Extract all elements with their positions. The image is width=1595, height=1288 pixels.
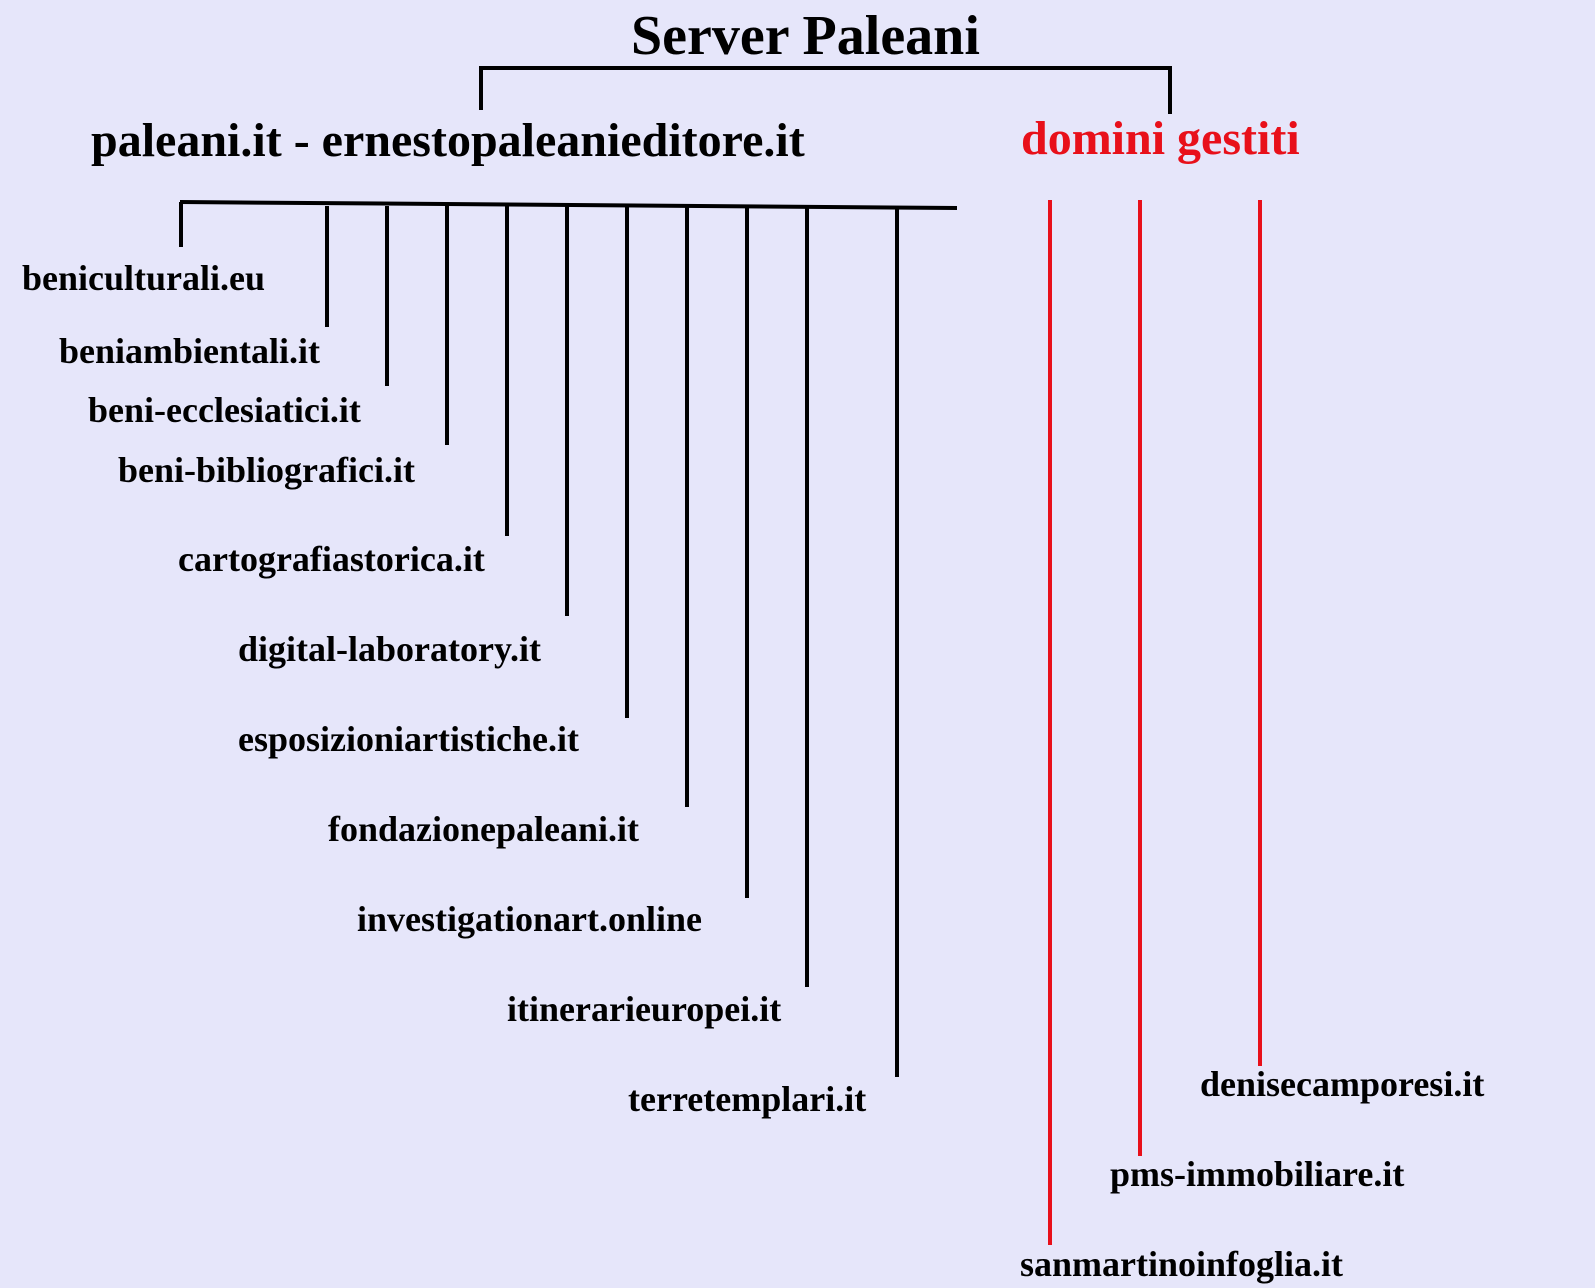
domain-beniambientali: beniambientali.it — [59, 331, 321, 371]
diagram-title: Server Paleani — [631, 5, 980, 67]
root-bracket — [479, 66, 1172, 114]
domain-pms-immobiliare: pms-immobiliare.it — [1110, 1154, 1405, 1194]
domain-fondazionepaleani: fondazionepaleani.it — [328, 809, 640, 849]
domain-beni-ecclesiatici: beni-ecclesiatici.it — [88, 390, 361, 430]
domain-esposizioniartistiche: esposizioniartistiche.it — [238, 719, 579, 759]
domain-sanmartinoinfoglia: sanmartinoinfoglia.it — [1020, 1244, 1344, 1284]
main-branch-label: paleani.it - ernestopaleanieditore.it — [91, 114, 805, 167]
domain-terretemplari: terretemplari.it — [628, 1079, 867, 1119]
domain-itinerarieuropei: itinerarieuropei.it — [507, 989, 782, 1029]
domain-investigationart: investigationart.online — [357, 899, 703, 939]
domain-denisecamporesi: denisecamporesi.it — [1200, 1064, 1485, 1104]
managed-branch-label: domini gestiti — [1021, 112, 1300, 165]
domain-beniculturali: beniculturali.eu — [22, 258, 266, 298]
domain-beni-bibliografici: beni-bibliografici.it — [118, 450, 415, 490]
domain-digital-laboratory: digital-laboratory.it — [238, 629, 541, 669]
main-branch-bar — [179, 200, 958, 210]
domain-cartografiastorica: cartografiastorica.it — [178, 539, 485, 579]
